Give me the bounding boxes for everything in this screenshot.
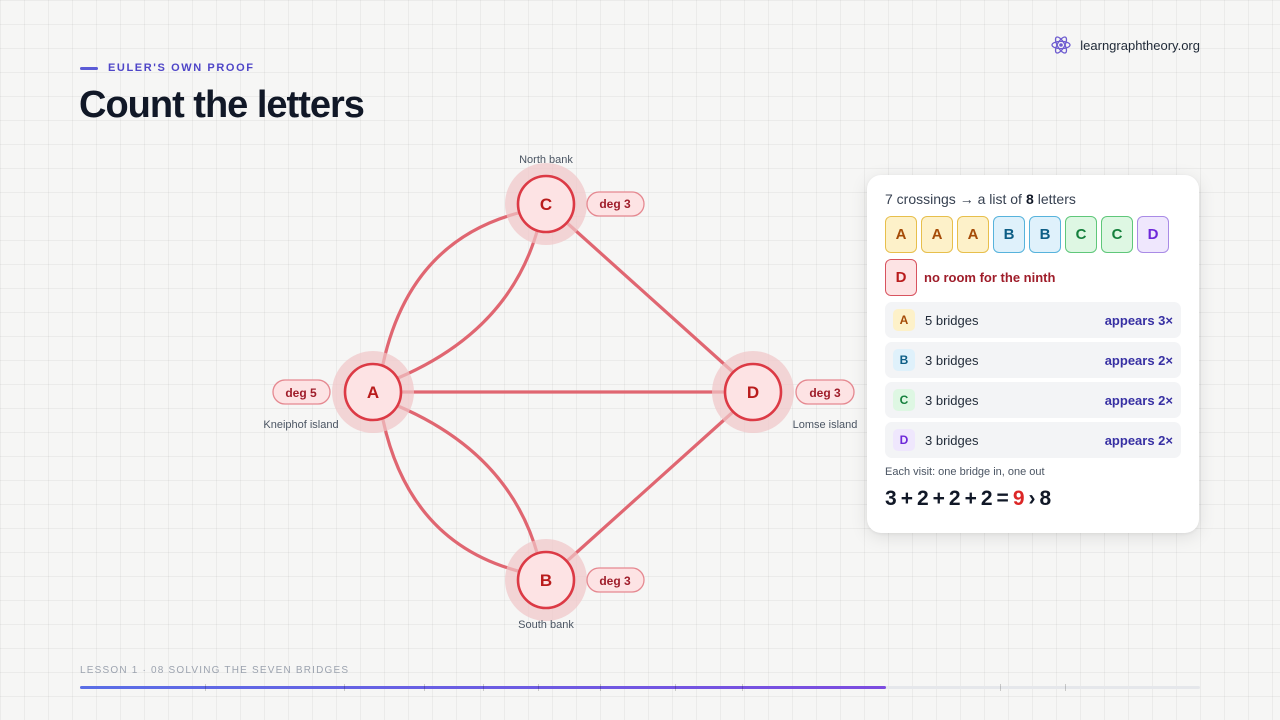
letter-chip: B bbox=[993, 216, 1025, 253]
table-row: D 3 bridges appears 2× bbox=[885, 422, 1181, 458]
letter-list: A A A B B C C D bbox=[885, 216, 1181, 253]
edge-a-c-inner bbox=[396, 226, 540, 380]
brand-text: learngraphtheory.org bbox=[1080, 37, 1200, 53]
eyebrow-line bbox=[80, 66, 98, 70]
node-c-degree: deg 3 bbox=[599, 197, 631, 211]
progress-tick[interactable] bbox=[742, 684, 743, 691]
atom-icon bbox=[1051, 36, 1071, 54]
node-c[interactable]: C North bank deg 3 bbox=[505, 154, 645, 245]
letter-chip: A bbox=[957, 216, 989, 253]
edge-a-b-inner bbox=[396, 404, 540, 558]
overflow-text: no room for the ninth bbox=[924, 270, 1056, 285]
progress-tick[interactable] bbox=[675, 684, 676, 691]
progress-tick[interactable] bbox=[205, 684, 206, 691]
lesson-label: LESSON 1 · 08 SOLVING THE SEVEN BRIDGES bbox=[80, 665, 350, 676]
eyebrow-text: EULER'S OWN PROOF bbox=[108, 62, 255, 74]
row-letter-badge: D bbox=[893, 429, 915, 451]
progress-tick[interactable] bbox=[600, 684, 601, 691]
equation-term: 2 bbox=[980, 487, 993, 510]
brand-link[interactable]: learngraphtheory.org bbox=[1050, 34, 1200, 56]
edge-a-c-outer bbox=[381, 210, 524, 366]
visit-note: Each visit: one bridge in, one out bbox=[885, 466, 1045, 478]
node-d-label: D bbox=[747, 383, 759, 402]
node-b[interactable]: B South bank deg 3 bbox=[505, 539, 645, 631]
equation-limit: 8 bbox=[1039, 487, 1052, 510]
equation-operator: + bbox=[964, 487, 977, 510]
overflow-letter-chip: D bbox=[885, 259, 917, 296]
progress-tick[interactable] bbox=[1000, 684, 1001, 691]
count-equation: 3 + 2 + 2 + 2 = 9 › 8 bbox=[885, 487, 1181, 511]
row-appears: appears 2× bbox=[1104, 352, 1173, 368]
panel-heading-prefix: 7 crossings → a list of bbox=[885, 191, 1022, 207]
progress-tick[interactable] bbox=[538, 684, 539, 691]
node-c-bank: North bank bbox=[519, 154, 573, 166]
letter-chip: B bbox=[1029, 216, 1061, 253]
letter-chip: C bbox=[1101, 216, 1133, 253]
bridges-graph: C North bank deg 3 A Kneiphof island deg… bbox=[263, 154, 857, 631]
table-row: B 3 bridges appears 2× bbox=[885, 342, 1181, 378]
edge-c-d bbox=[564, 220, 736, 375]
equation-result: 9 bbox=[1012, 487, 1025, 510]
panel-heading: 7 crossings → a list of 8 letters bbox=[885, 191, 1181, 207]
lesson-progress-bar[interactable] bbox=[80, 684, 1200, 691]
letter-chip: A bbox=[921, 216, 953, 253]
edge-a-b-outer bbox=[381, 418, 524, 574]
progress-tick[interactable] bbox=[483, 684, 484, 691]
panel-heading-count: 8 bbox=[1025, 191, 1034, 207]
degree-table: A 5 bridges appears 3× B 3 bridges appea… bbox=[885, 302, 1181, 458]
progress-tick[interactable] bbox=[344, 684, 345, 691]
equation-operator: + bbox=[900, 487, 913, 510]
node-a-degree: deg 5 bbox=[285, 386, 317, 400]
eyebrow: EULER'S OWN PROOF bbox=[80, 62, 255, 74]
lesson-progress-fill bbox=[80, 686, 887, 689]
equation-term: 2 bbox=[948, 487, 961, 510]
node-b-degree: deg 3 bbox=[599, 574, 631, 588]
row-bridges: 3 bridges bbox=[925, 392, 979, 408]
node-d-degree: deg 3 bbox=[809, 386, 841, 400]
equation-greater-than: › bbox=[1028, 487, 1036, 510]
equation-term: 2 bbox=[916, 487, 929, 510]
row-letter-badge: A bbox=[893, 309, 915, 331]
node-a-label: A bbox=[367, 383, 379, 402]
node-a[interactable]: A Kneiphof island deg 5 bbox=[263, 351, 414, 433]
table-row: A 5 bridges appears 3× bbox=[885, 302, 1181, 338]
row-appears: appears 2× bbox=[1104, 392, 1173, 408]
node-c-label: C bbox=[540, 195, 552, 214]
letter-chip: C bbox=[1065, 216, 1097, 253]
equation-equals: = bbox=[996, 487, 1009, 510]
row-appears: appears 3× bbox=[1104, 312, 1173, 328]
page-title: Count the letters bbox=[79, 84, 365, 126]
row-letter-badge: C bbox=[893, 389, 915, 411]
row-bridges: 3 bridges bbox=[925, 352, 979, 368]
edge-b-d bbox=[564, 409, 736, 564]
overflow-row: D no room for the ninth bbox=[885, 259, 1181, 296]
node-b-label: B bbox=[540, 571, 552, 590]
node-b-bank: South bank bbox=[518, 619, 574, 631]
row-bridges: 3 bridges bbox=[925, 432, 979, 448]
panel-heading-suffix: letters bbox=[1037, 191, 1076, 207]
equation-operator: + bbox=[932, 487, 945, 510]
counting-panel: 7 crossings → a list of 8 letters A A A … bbox=[867, 175, 1199, 533]
node-d-bank: Lomse island bbox=[793, 419, 858, 431]
progress-tick[interactable] bbox=[424, 684, 425, 691]
row-bridges: 5 bridges bbox=[925, 312, 979, 328]
node-a-bank: Kneiphof island bbox=[263, 419, 338, 431]
progress-tick[interactable] bbox=[1065, 684, 1066, 691]
row-letter-badge: B bbox=[893, 349, 915, 371]
letter-chip: D bbox=[1137, 216, 1169, 253]
equation-term: 3 bbox=[885, 487, 897, 510]
row-appears: appears 2× bbox=[1104, 432, 1173, 448]
letter-chip: A bbox=[885, 216, 917, 253]
table-row: C 3 bridges appears 2× bbox=[885, 382, 1181, 418]
node-d[interactable]: D Lomse island deg 3 bbox=[712, 351, 857, 433]
